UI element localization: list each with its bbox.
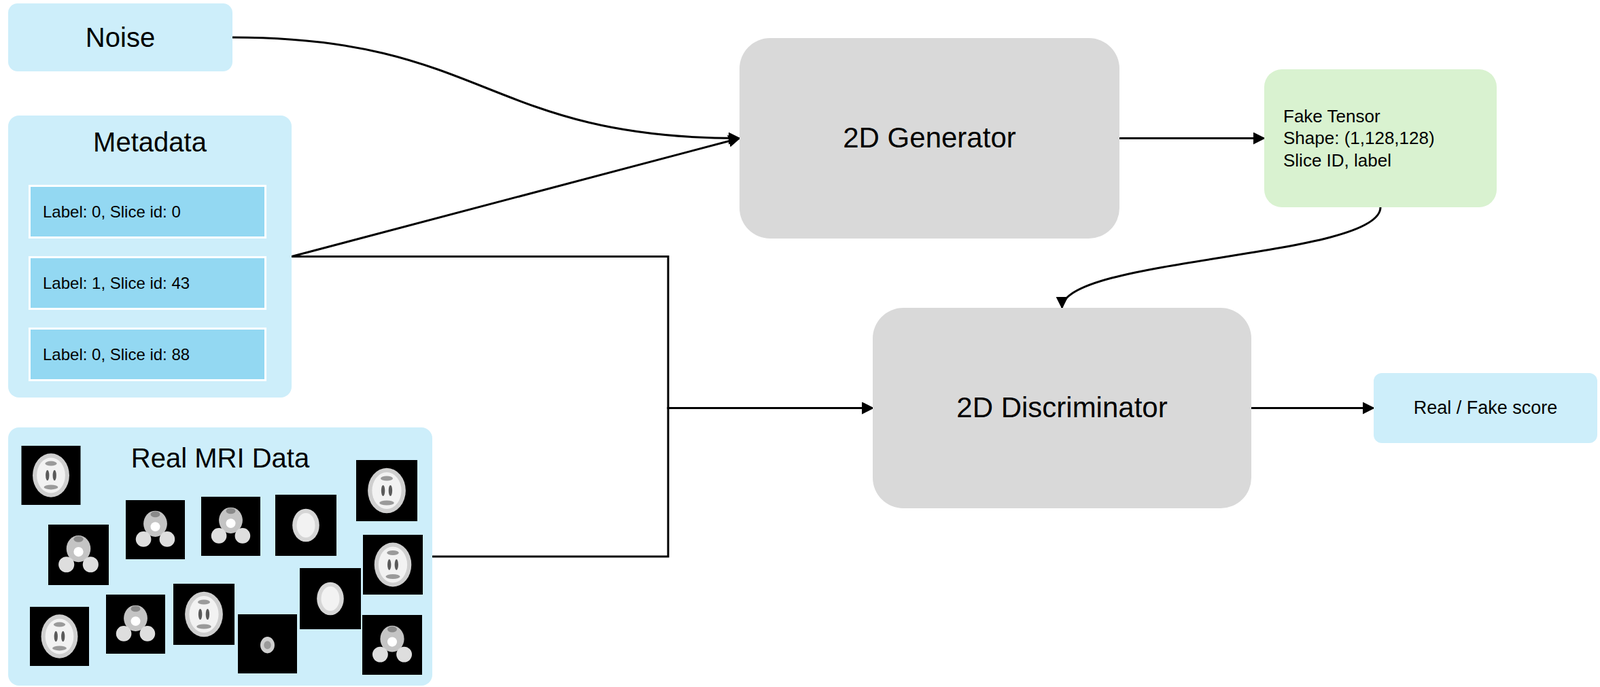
model-box: 2D Discriminator bbox=[872, 307, 1252, 509]
mri-slice bbox=[21, 445, 81, 506]
mri-slice bbox=[362, 534, 423, 595]
node-text: 2D Generator bbox=[842, 120, 1016, 157]
mri-slice bbox=[29, 606, 90, 667]
metadata-row: Label: 1, Slice id: 43 bbox=[28, 256, 267, 310]
flow-arrow bbox=[432, 408, 873, 558]
node-text: Fake Tensor bbox=[1283, 105, 1381, 128]
mri-slice bbox=[201, 496, 261, 556]
model-box: 2D Generator bbox=[739, 38, 1120, 239]
node-text: Shape: (1,128,128) bbox=[1283, 127, 1435, 150]
flow-arrow bbox=[1119, 137, 1265, 140]
node-text: Label: 1, Slice id: 43 bbox=[42, 273, 190, 294]
mri-slice bbox=[362, 615, 423, 675]
group-panel: MetadataLabel: 0, Slice id: 0 Label: 1, S… bbox=[8, 115, 292, 398]
mri-slice bbox=[299, 568, 361, 630]
output-box: Fake TensorShape: (1,128,128)Slice ID, l… bbox=[1264, 69, 1497, 208]
node-text: 2D Discriminator bbox=[956, 390, 1168, 427]
mri-slice bbox=[237, 614, 298, 674]
node-text: Noise bbox=[85, 20, 155, 55]
node-text: Metadata bbox=[93, 125, 207, 160]
flow-arrow bbox=[291, 138, 740, 257]
mri-slice bbox=[125, 500, 185, 560]
node-text: Real MRI Data bbox=[131, 441, 310, 476]
flow-arrow bbox=[1251, 407, 1374, 410]
output-box: Real / Fake score bbox=[1373, 373, 1598, 444]
node-text: Label: 0, Slice id: 88 bbox=[42, 344, 190, 365]
mri-slice bbox=[48, 524, 109, 586]
node-text: Slice ID, label bbox=[1283, 149, 1392, 172]
mri-slice bbox=[275, 494, 337, 556]
mri-slice bbox=[173, 583, 235, 646]
node-text: Label: 0, Slice id: 0 bbox=[42, 201, 181, 223]
flow-arrow bbox=[291, 256, 873, 409]
input-box: Noise bbox=[8, 3, 233, 72]
metadata-row: Label: 0, Slice id: 0 bbox=[28, 184, 267, 239]
flow-arrow bbox=[232, 37, 740, 139]
data-panel: Real MRI Data bbox=[8, 427, 433, 686]
mri-slice bbox=[356, 460, 418, 522]
node-text: Real / Fake score bbox=[1413, 396, 1558, 421]
metadata-row: Label: 0, Slice id: 88 bbox=[28, 327, 267, 382]
mri-slice bbox=[106, 594, 166, 654]
